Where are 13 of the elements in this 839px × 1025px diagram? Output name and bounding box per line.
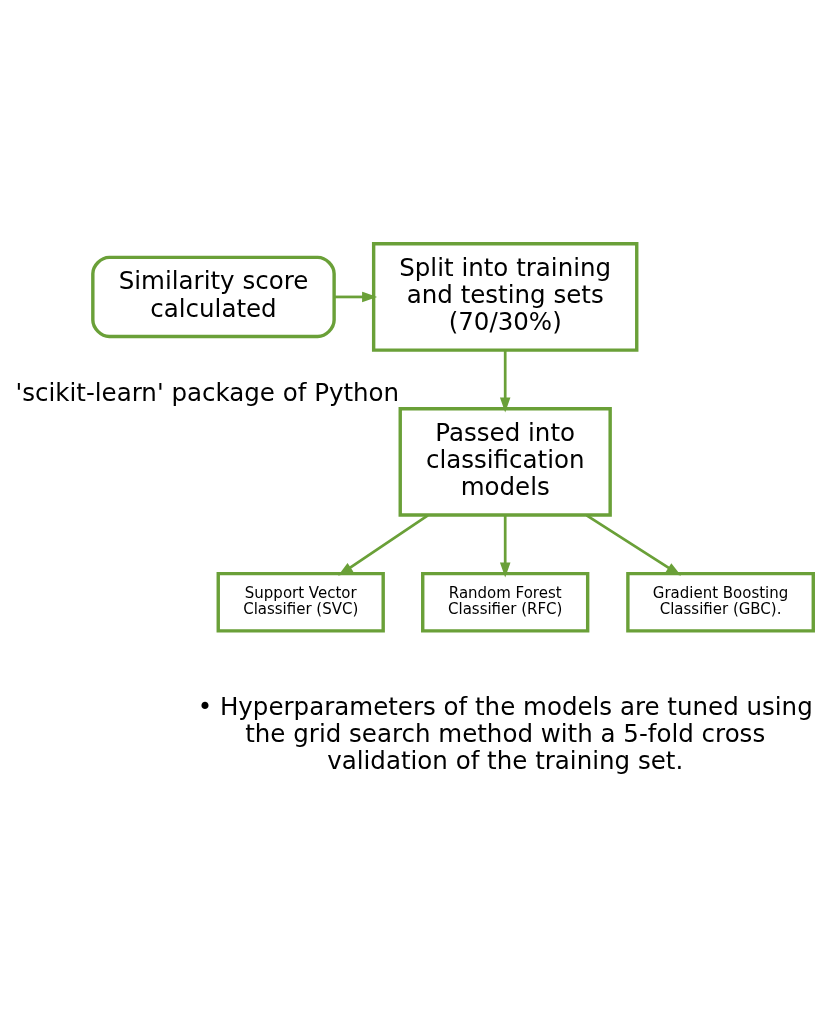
node-box: Similarity score calculated	[90, 255, 336, 338]
node-box: Split into training and testing sets (70/30%)	[371, 241, 638, 352]
node-box: Passed into classification models	[398, 406, 612, 517]
arrow	[499, 514, 510, 578]
node-box: Gradient Boosting Classifier (GBC).	[625, 571, 815, 633]
arrow	[499, 350, 510, 413]
arrow	[337, 513, 429, 576]
node-box: Random Forest Classifier (RFC)	[420, 571, 589, 633]
node-label: 'scikit-learn' package of Python	[15, 377, 399, 407]
node-box: Support Vector Classifier (SVC)	[216, 571, 385, 633]
label: • Hyperparameters of the models are tuned using the grid search method with a 5-fold cross validation of the training set.	[197, 691, 813, 775]
arrow	[333, 291, 377, 302]
arrow	[585, 513, 681, 576]
